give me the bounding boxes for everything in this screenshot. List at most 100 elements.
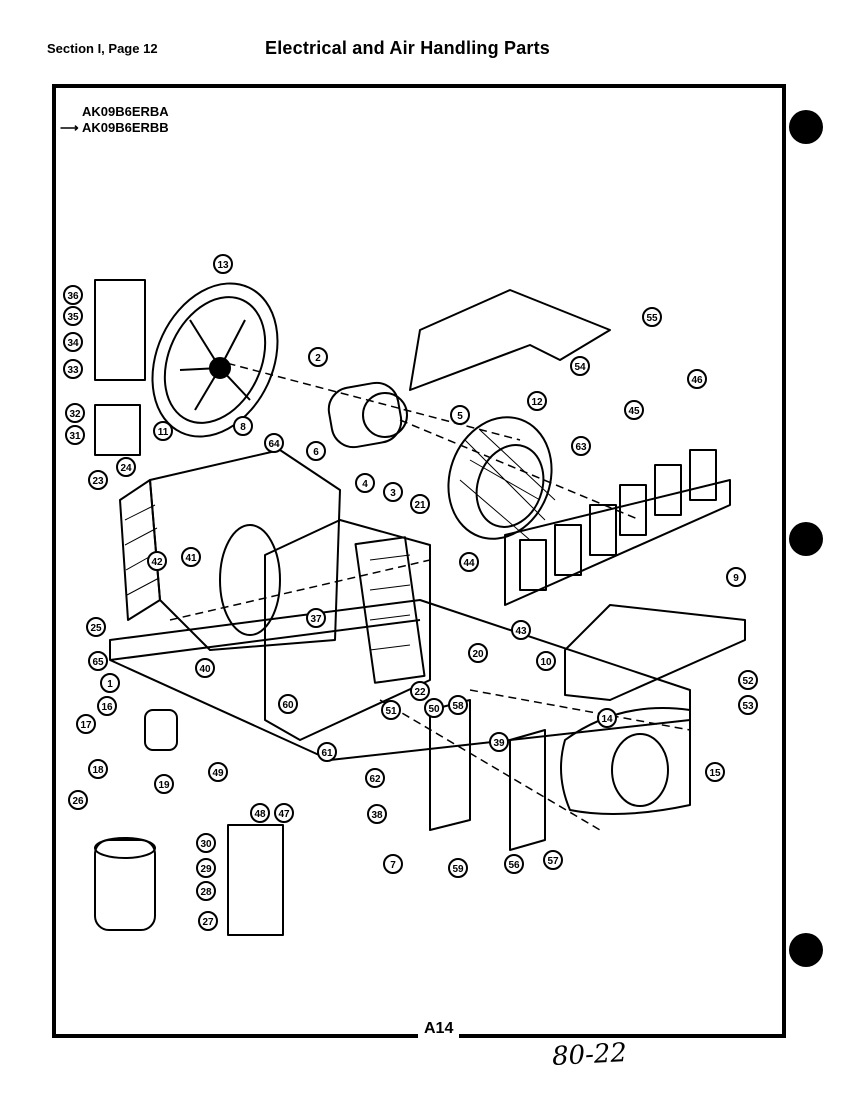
binder-hole-middle — [789, 522, 823, 556]
exploded-parts-diagram: 1234567891011121314151617181920212223242… — [63, 254, 758, 936]
part-callout-33: 33 — [63, 359, 83, 379]
part-callout-61: 61 — [317, 742, 337, 762]
part-callout-label: 62 — [369, 774, 381, 785]
part-callout-20: 20 — [468, 643, 488, 663]
part-callout-29: 29 — [196, 858, 216, 878]
part-callout-17: 17 — [76, 714, 96, 734]
binder-hole-bottom — [789, 933, 823, 967]
part-callout-label: 41 — [185, 553, 197, 564]
part-callout-label: 40 — [199, 664, 211, 675]
part-callout-label: 43 — [515, 626, 527, 637]
part-callout-label: 33 — [67, 365, 79, 376]
part-callout-7: 7 — [383, 854, 403, 874]
blower-scroll — [560, 707, 691, 815]
part-callout-label: 18 — [92, 765, 104, 776]
part-callout-label: 44 — [463, 558, 475, 569]
part-callout-label: 14 — [601, 714, 613, 725]
part-callout-2: 2 — [308, 347, 328, 367]
part-callout-label: 52 — [742, 676, 754, 687]
condenser-fan — [151, 282, 279, 438]
part-callout-64: 64 — [264, 433, 284, 453]
part-callout-label: 53 — [742, 701, 754, 712]
part-callout-56: 56 — [504, 854, 524, 874]
part-callout-58: 58 — [448, 695, 468, 715]
part-callout-45: 45 — [624, 400, 644, 420]
part-callout-6: 6 — [306, 441, 326, 461]
part-callout-52: 52 — [738, 670, 758, 690]
part-callout-label: 51 — [385, 706, 397, 717]
part-callout-39: 39 — [489, 732, 509, 752]
part-callout-12: 12 — [527, 391, 547, 411]
compressor — [94, 839, 156, 931]
part-callout-65: 65 — [88, 651, 108, 671]
part-callout-label: 6 — [313, 447, 319, 458]
part-callout-62: 62 — [365, 768, 385, 788]
mounting-plate — [564, 604, 746, 701]
part-callout-label: 22 — [414, 687, 426, 698]
part-callout-35: 35 — [63, 306, 83, 326]
part-callout-label: 39 — [493, 738, 505, 749]
model-list: AK09B6ERBA ⟶AK09B6ERBB — [60, 104, 169, 136]
part-callout-36: 36 — [63, 285, 83, 305]
part-callout-4: 4 — [355, 473, 375, 493]
part-callout-44: 44 — [459, 552, 479, 572]
part-callout-28: 28 — [196, 881, 216, 901]
part-callout-42: 42 — [147, 551, 167, 571]
part-callout-label: 28 — [200, 887, 212, 898]
part-callout-label: 3 — [390, 488, 396, 499]
callout-layer: 1234567891011121314151617181920212223242… — [63, 254, 758, 931]
part-callout-label: 24 — [120, 463, 132, 474]
part-callout-22: 22 — [410, 681, 430, 701]
part-callout-label: 27 — [202, 917, 214, 928]
part-callout-13: 13 — [213, 254, 233, 274]
part-callout-21: 21 — [410, 494, 430, 514]
top-cover-panel — [409, 289, 611, 391]
part-callout-11: 11 — [153, 421, 173, 441]
part-callout-label: 65 — [92, 657, 104, 668]
part-callout-30: 30 — [196, 833, 216, 853]
part-callout-51: 51 — [381, 700, 401, 720]
model-number: AK09B6ERBA — [82, 104, 169, 119]
part-callout-label: 49 — [212, 768, 224, 779]
blower-wheel — [447, 416, 553, 540]
part-callout-label: 17 — [80, 720, 92, 731]
part-callout-label: 61 — [321, 748, 333, 759]
section-label: Section I, Page 12 — [47, 41, 158, 56]
part-callout-label: 15 — [709, 768, 721, 779]
part-callout-5: 5 — [450, 405, 470, 425]
part-callout-label: 30 — [200, 839, 212, 850]
part-callout-label: 57 — [547, 856, 559, 867]
part-callout-50: 50 — [424, 698, 444, 718]
part-callout-32: 32 — [65, 403, 85, 423]
part-callout-label: 45 — [628, 406, 640, 417]
part-callout-label: 20 — [472, 649, 484, 660]
part-callout-label: 23 — [92, 476, 104, 487]
part-callout-25: 25 — [86, 617, 106, 637]
part-callout-9: 9 — [726, 567, 746, 587]
part-callout-label: 1 — [107, 679, 113, 690]
part-callout-49: 49 — [208, 762, 228, 782]
arrow-right-icon: ⟶ — [60, 120, 79, 135]
part-callout-38: 38 — [367, 804, 387, 824]
part-callout-55: 55 — [642, 307, 662, 327]
page-header: Section I, Page 12 Electrical and Air Ha… — [0, 0, 864, 80]
part-callout-label: 26 — [72, 796, 84, 807]
fan-motor — [327, 381, 403, 449]
part-callout-label: 32 — [69, 409, 81, 420]
part-callout-10: 10 — [536, 651, 556, 671]
part-callout-label: 55 — [646, 313, 658, 324]
part-callout-label: 16 — [101, 702, 113, 713]
part-callout-37: 37 — [306, 608, 326, 628]
part-callout-label: 13 — [217, 260, 229, 271]
page-code: A14 — [418, 1020, 460, 1038]
evaporator-coil — [354, 536, 426, 684]
part-callout-label: 10 — [540, 657, 552, 668]
part-callout-34: 34 — [63, 332, 83, 352]
part-callout-19: 19 — [154, 774, 174, 794]
part-callout-63: 63 — [571, 436, 591, 456]
part-callout-label: 60 — [282, 700, 294, 711]
part-callout-label: 46 — [691, 375, 703, 386]
page-title: Electrical and Air Handling Parts — [265, 38, 551, 58]
part-callout-24: 24 — [116, 457, 136, 477]
part-callout-label: 7 — [390, 860, 396, 871]
